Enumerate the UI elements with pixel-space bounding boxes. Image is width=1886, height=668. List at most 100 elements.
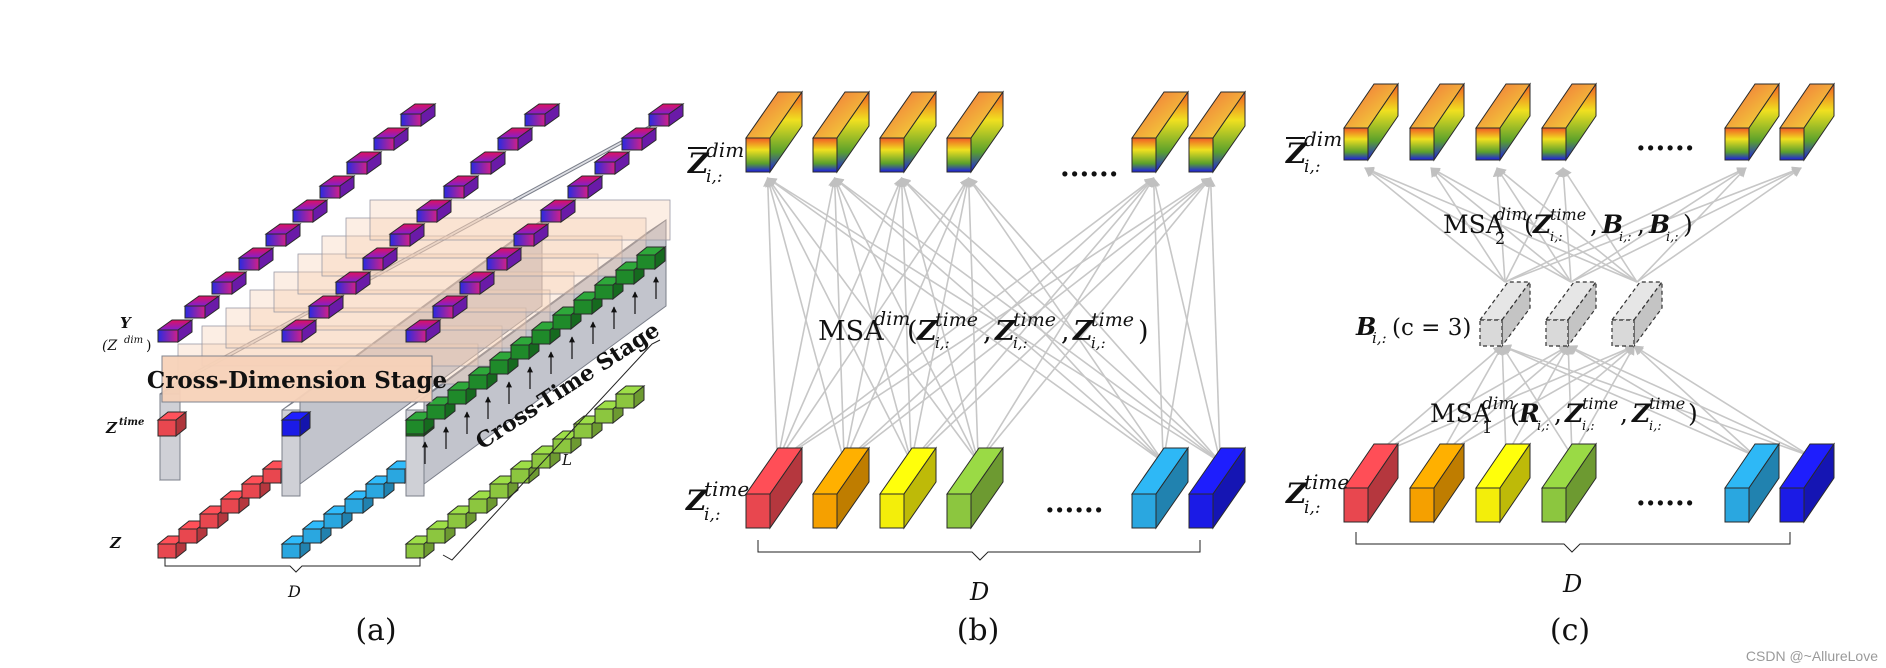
a-y-segment (485, 247, 523, 271)
svg-text:MSA: MSA (818, 316, 884, 347)
label-y: Y (120, 314, 132, 332)
svg-text:i,:: i,: (935, 334, 950, 352)
b-connection-line (843, 177, 970, 463)
b-top-tokens (745, 90, 1246, 174)
svg-text:,: , (1061, 316, 1070, 347)
b-time-token (879, 446, 937, 530)
svg-text:2: 2 (1495, 229, 1505, 248)
b-msa-formula: MSA dim ( Z time i,: , Z time i,: , Z ti… (818, 308, 1149, 352)
b-connection-line (910, 177, 1212, 463)
a-y-segment (280, 319, 318, 343)
b-connection-line (843, 177, 1212, 463)
cross-dimension-stage-label: Cross-Dimension Stage (147, 367, 447, 394)
a-y-segment (458, 271, 496, 295)
a-y-segment (156, 319, 194, 343)
c-dim-token (1409, 82, 1465, 162)
c-connection-lines (1364, 166, 1811, 457)
svg-text:i,:: i,: (1372, 329, 1387, 347)
c-bottom-tokens (1343, 442, 1835, 524)
svg-text:dim: dim (706, 138, 744, 162)
c-dim-token (1475, 82, 1531, 162)
a-ztime-token (156, 410, 188, 438)
c-connection-line (1496, 167, 1638, 283)
c-router-tokens (1478, 280, 1664, 348)
b-dim-token (1188, 90, 1246, 174)
c-time-token (1409, 442, 1465, 524)
svg-text:Z: Z (685, 484, 708, 517)
a-green-dim-segment (635, 245, 667, 271)
panel-b: Z dim i,: Z time i,: MSA dim ( Z time i,… (685, 90, 1246, 648)
l-bracket (442, 339, 661, 561)
c-router-token (1544, 280, 1598, 348)
b-time-token (1131, 446, 1189, 530)
d-bracket-b (757, 540, 1201, 561)
c-bottom-label: Z time i,: (1285, 470, 1349, 518)
a-y-segment (647, 103, 685, 127)
c-bottom-ellipsis: ...... (1636, 479, 1695, 512)
b-time-token (1188, 446, 1246, 530)
c-time-token (1541, 442, 1597, 524)
svg-text:(: ( (907, 316, 918, 347)
b-connection-line (1149, 177, 1164, 463)
watermark: CSDN @~AllureLove (1745, 648, 1878, 664)
c-dim-token (1779, 82, 1835, 162)
svg-text:(: ( (1524, 210, 1534, 239)
svg-text:Z: Z (1564, 399, 1584, 428)
b-connection-line (776, 177, 1212, 463)
c-connection-line (1504, 167, 1747, 283)
panel-a: Cross-Dimension Stage Cross-Time Stage Y… (102, 103, 685, 648)
c-connection-line (1567, 345, 1756, 457)
label-d-b: D (969, 578, 989, 606)
c-connection-line (1633, 345, 1756, 457)
svg-text:i,:: i,: (706, 167, 723, 187)
b-connection-line (964, 177, 979, 463)
svg-text:): ) (1138, 316, 1149, 347)
svg-text:(c = 3): (c = 3) (1392, 315, 1471, 341)
svg-text:B: B (1601, 210, 1623, 239)
caption-b: (b) (957, 613, 1000, 648)
b-dim-token (745, 90, 803, 174)
c-connection-line (1636, 167, 1747, 283)
a-y-segment (237, 247, 275, 271)
svg-text:(: ( (1510, 399, 1520, 428)
b-bottom-tokens (745, 446, 1246, 530)
c-router-label: B i,: (c = 3) (1355, 312, 1471, 347)
svg-text:B: B (1355, 312, 1376, 341)
c-msa2-formula: MSA 2 dim ( Z time i,: , B i,: , B i,: ) (1443, 205, 1693, 248)
a-y-segment (372, 127, 410, 151)
a-y-segment (593, 151, 631, 175)
a-y-segment (307, 295, 345, 319)
b-connection-line (763, 177, 778, 463)
svg-text:dim: dim (1304, 127, 1342, 151)
c-connection-line (1364, 167, 1506, 283)
label-d-c: D (1562, 570, 1582, 598)
svg-text:Z: Z (1631, 399, 1651, 428)
c-top-label: Z dim i,: (1285, 127, 1342, 177)
svg-text:i,:: i,: (1666, 230, 1679, 245)
a-y-segment (183, 295, 221, 319)
c-connection-line (1504, 166, 1802, 283)
a-y-segment (431, 295, 469, 319)
svg-text:Z: Z (1532, 210, 1552, 239)
b-time-token (946, 446, 1004, 530)
c-connection-line (1501, 345, 1756, 457)
a-y-segment (566, 175, 604, 199)
b-connection-line (1162, 177, 1214, 463)
svg-text:i,:: i,: (1537, 419, 1550, 434)
b-connection-line (1206, 177, 1221, 463)
c-connection-line (1570, 167, 1802, 283)
a-y-segment (318, 175, 356, 199)
svg-text:MSA: MSA (1430, 399, 1492, 428)
svg-text:i,:: i,: (704, 505, 721, 525)
a-z-segment (614, 384, 646, 410)
svg-text:,: , (1590, 210, 1598, 239)
svg-text:time: time (935, 309, 978, 331)
caption-c: (c) (1550, 613, 1590, 648)
svg-text:): ) (146, 338, 151, 354)
c-time-token (1779, 442, 1835, 524)
label-z: Z (109, 534, 122, 552)
svg-text:i,:: i,: (1619, 230, 1632, 245)
c-dim-token (1343, 82, 1399, 162)
c-dim-token (1724, 82, 1780, 162)
svg-text:B: B (1648, 210, 1670, 239)
